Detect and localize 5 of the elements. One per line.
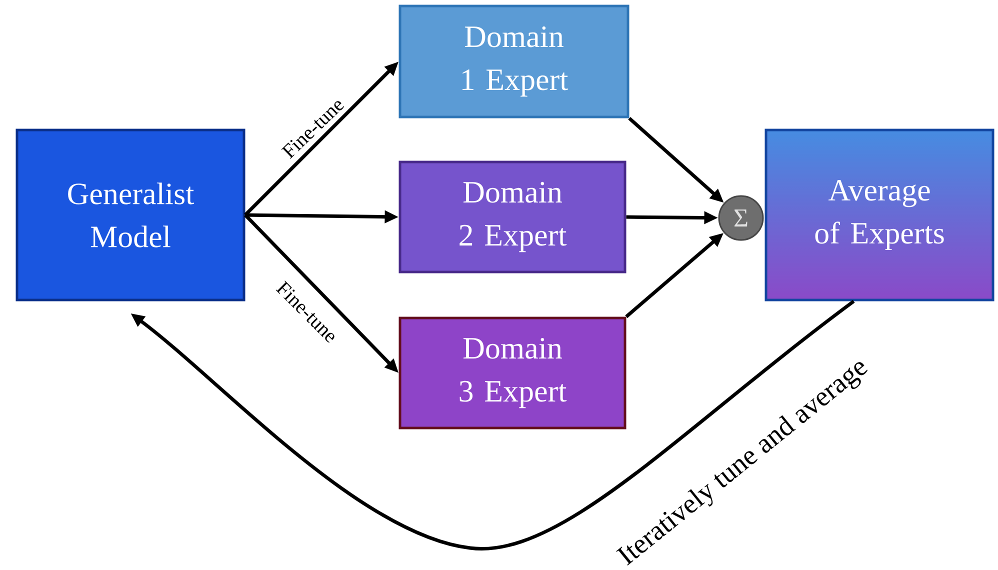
process-box: Domain 1 Expert <box>398 4 630 118</box>
process-box: Average of Experts <box>764 128 994 302</box>
process-box: Domain 3 Expert <box>398 316 626 430</box>
process-box: Domain 2 Expert <box>398 160 626 274</box>
process-box: Generalist Model <box>16 128 246 302</box>
